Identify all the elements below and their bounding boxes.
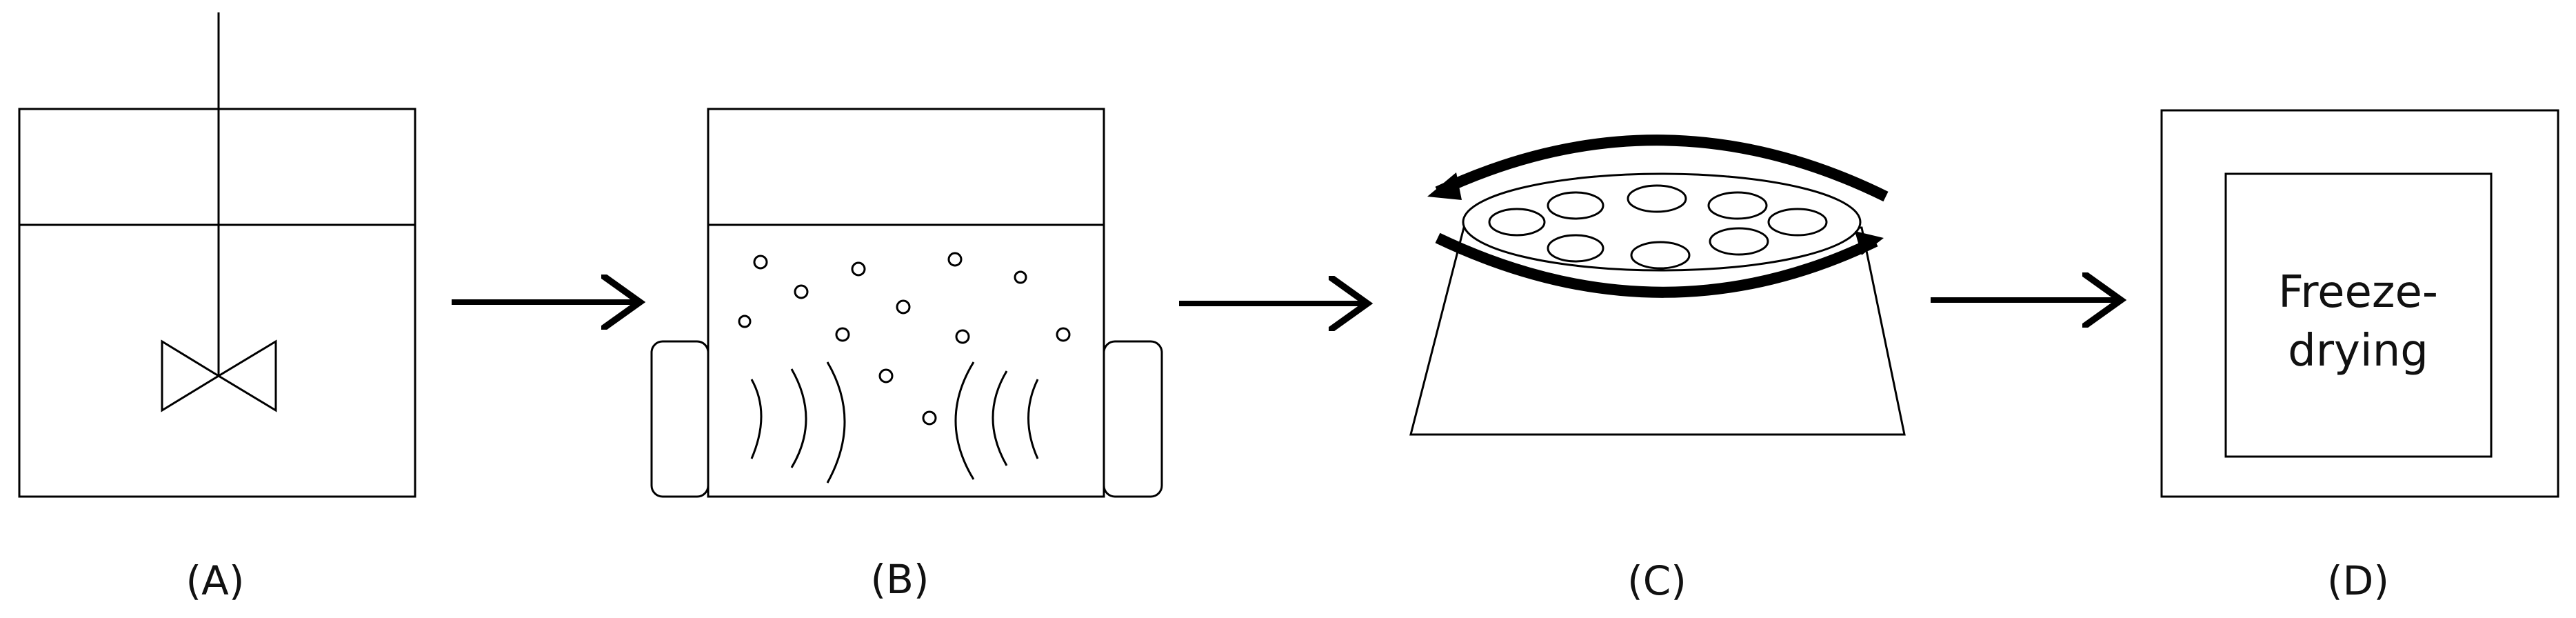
left-transducer (650, 340, 710, 498)
label-d: (D) (2327, 557, 2389, 604)
panel-b-ultrasonic-bath (650, 108, 1163, 498)
bath-outline (707, 108, 1105, 498)
freeze-drying-text-line-1: Freeze- (2278, 267, 2438, 318)
tank-outline (18, 108, 416, 498)
inner-box (2224, 172, 2493, 458)
label-a: (A) (186, 557, 245, 604)
bubble-icons (738, 252, 1071, 426)
label-b: (B) (870, 556, 929, 603)
rotation-arrow-icon (1427, 134, 1889, 298)
sound-wave-icons (750, 361, 1039, 484)
panel-d-freeze-dryer: Freeze- drying (2160, 109, 2559, 498)
impeller-icon (161, 339, 277, 412)
right-transducer (1103, 340, 1163, 498)
freeze-drying-text-line-2: drying (2288, 326, 2428, 377)
panel-a-stirred-tank (18, 12, 416, 498)
outer-box (2160, 109, 2559, 498)
panel-c-rotating-plate (1409, 134, 1906, 436)
well-icons (1488, 184, 1828, 270)
plate-outline (1462, 172, 1862, 272)
label-c: (C) (1627, 557, 1687, 604)
